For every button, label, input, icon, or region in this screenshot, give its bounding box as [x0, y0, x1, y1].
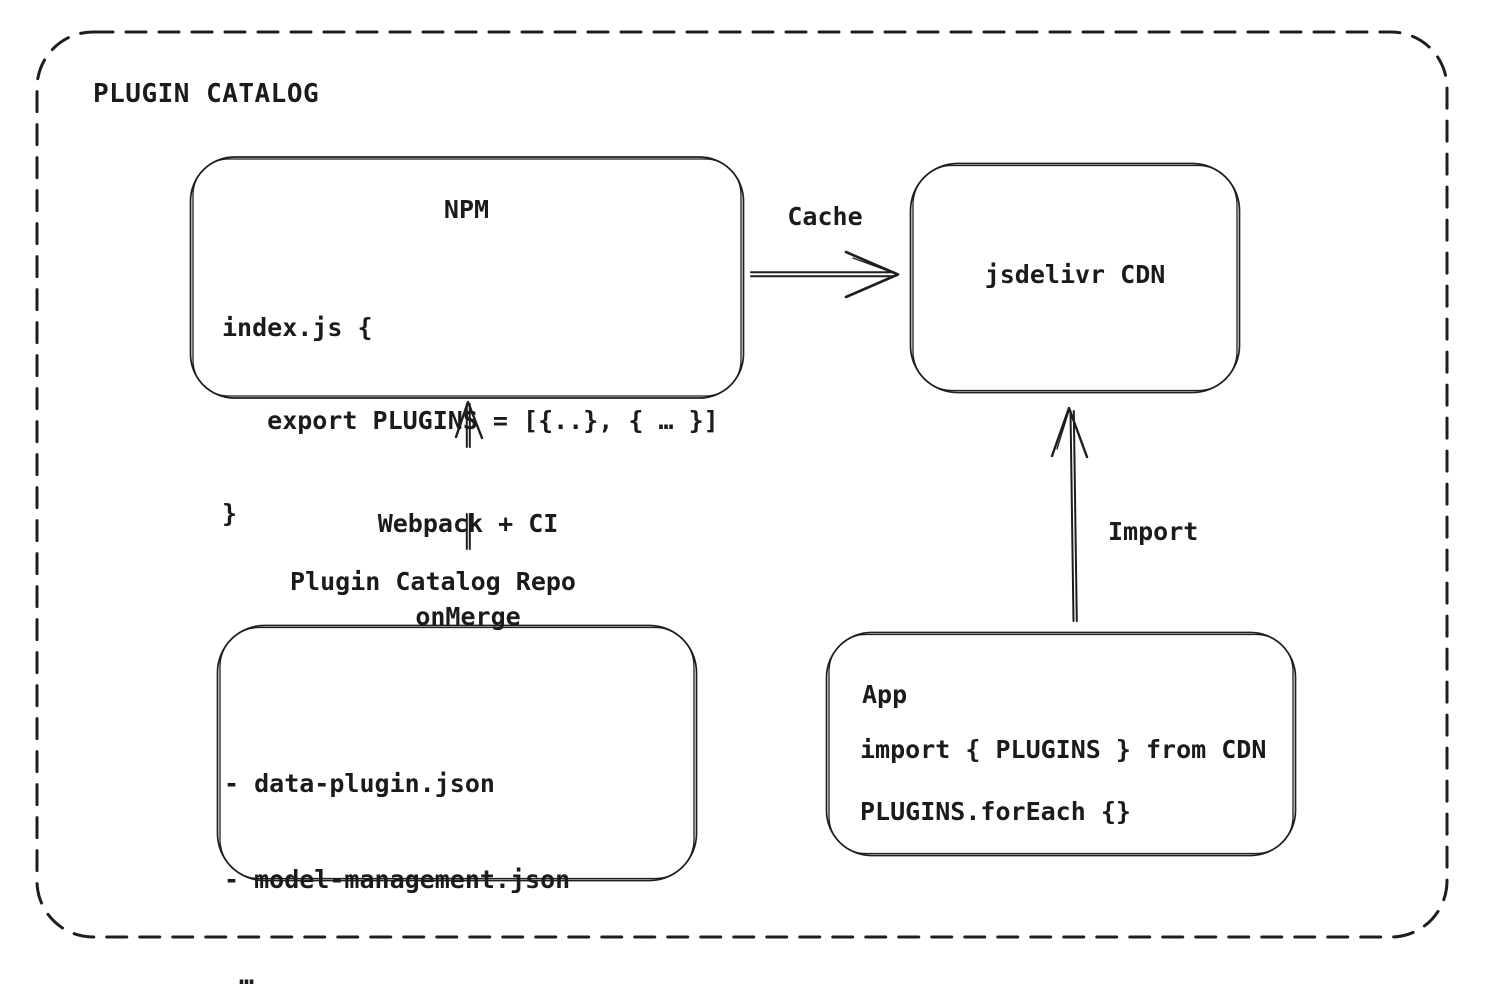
repo-file-item: …: [224, 961, 255, 990]
npm-code-line: export PLUGINS = [{..}, { … }]: [222, 406, 719, 435]
app-node-title: App: [862, 680, 908, 709]
import-arrow-label: Import: [1108, 517, 1199, 546]
app-code-foreach: PLUGINS.forEach {}: [860, 797, 1131, 826]
catalog-boundary: [37, 32, 1447, 937]
cache-arrow: [751, 252, 898, 297]
cdn-node-title: jsdelivr CDN: [984, 260, 1166, 289]
app-box-outline: [827, 633, 1296, 856]
npm-code-line: }: [222, 499, 238, 528]
repo-node-heading: Plugin Catalog Repo: [290, 567, 576, 596]
app-code-import: import { PLUGINS } from CDN: [860, 735, 1267, 764]
cdn-box-outline: [911, 164, 1240, 393]
import-arrow: [1052, 408, 1087, 621]
diagram-title: PLUGIN CATALOG: [93, 79, 320, 109]
repo-file-item: - model-management.json: [224, 865, 571, 894]
repo-file-item: - data-plugin.json: [224, 769, 495, 798]
repo-file-list: - data-plugin.json - model-management.js…: [224, 704, 570, 1002]
npm-code-line: index.js {: [222, 313, 373, 342]
npm-node-title: NPM: [443, 195, 490, 224]
build-label-line: Webpack + CI: [377, 509, 559, 538]
cache-arrow-label: Cache: [787, 202, 863, 231]
build-arrow-label: Webpack + CI onMerge: [318, 446, 618, 694]
build-arrow: [456, 402, 482, 549]
build-label-line: onMerge: [415, 602, 521, 631]
npm-box-outline: [191, 157, 744, 398]
repo-box-outline: [218, 626, 697, 881]
npm-code-block: index.js { export PLUGINS = [{..}, { … }…: [222, 250, 719, 591]
